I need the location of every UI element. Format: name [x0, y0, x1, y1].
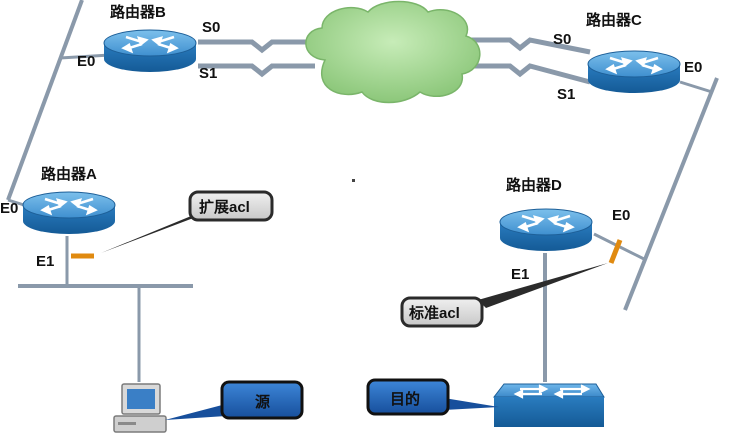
router-c-port-s0: S0: [553, 31, 571, 48]
router-d[interactable]: [498, 207, 594, 253]
serial-b-s1: [198, 63, 315, 78]
router-d-name: 路由器D: [506, 176, 562, 194]
segment-b-e0: [6, 0, 84, 201]
serial-c-s0: [458, 37, 591, 55]
router-b-port-e0: E0: [77, 53, 95, 70]
links: [6, 0, 719, 382]
callout-destination: 目的: [366, 378, 499, 416]
router-d-port-e0: E0: [612, 207, 630, 224]
callout-standard-acl: 标准acl: [400, 263, 608, 328]
acl-marker-d-e0: [608, 239, 623, 264]
router-a[interactable]: [21, 190, 117, 236]
router-b-name: 路由器B: [110, 3, 166, 21]
router-a-port-e0: E0: [0, 200, 18, 217]
link-c-e0: [679, 80, 713, 94]
router-b[interactable]: [102, 28, 198, 74]
callout-extended-acl: 扩展acl: [101, 190, 274, 253]
router-c-name: 路由器C: [586, 11, 642, 29]
wan-cloud: [305, 0, 481, 104]
callout-destination-label: 目的: [390, 390, 420, 408]
link-d-e0: [593, 232, 647, 262]
serial-c-s1: [458, 63, 591, 85]
router-c-port-s1: S1: [557, 86, 575, 103]
router-b-port-s1: S1: [199, 65, 217, 82]
router-d-port-e1: E1: [511, 266, 529, 283]
callout-source-label: 源: [255, 393, 270, 411]
segment-c-d: [623, 77, 719, 311]
router-c-port-e0: E0: [684, 59, 702, 76]
callout-extended-acl-label: 扩展acl: [199, 198, 250, 216]
callout-source: 源: [165, 380, 304, 420]
router-a-port-e1: E1: [36, 253, 54, 270]
stray-dot: [352, 179, 355, 182]
router-a-name: 路由器A: [41, 165, 97, 183]
serial-b-s0: [198, 39, 315, 54]
link-b-to-segment: [59, 53, 111, 60]
callout-standard-acl-label: 标准acl: [408, 304, 460, 322]
router-b-port-s0: S0: [202, 19, 220, 36]
source-pc-icon[interactable]: [113, 383, 167, 433]
switch-icon[interactable]: [492, 383, 605, 427]
router-c[interactable]: [586, 49, 682, 95]
link-a-e0: [7, 198, 25, 207]
